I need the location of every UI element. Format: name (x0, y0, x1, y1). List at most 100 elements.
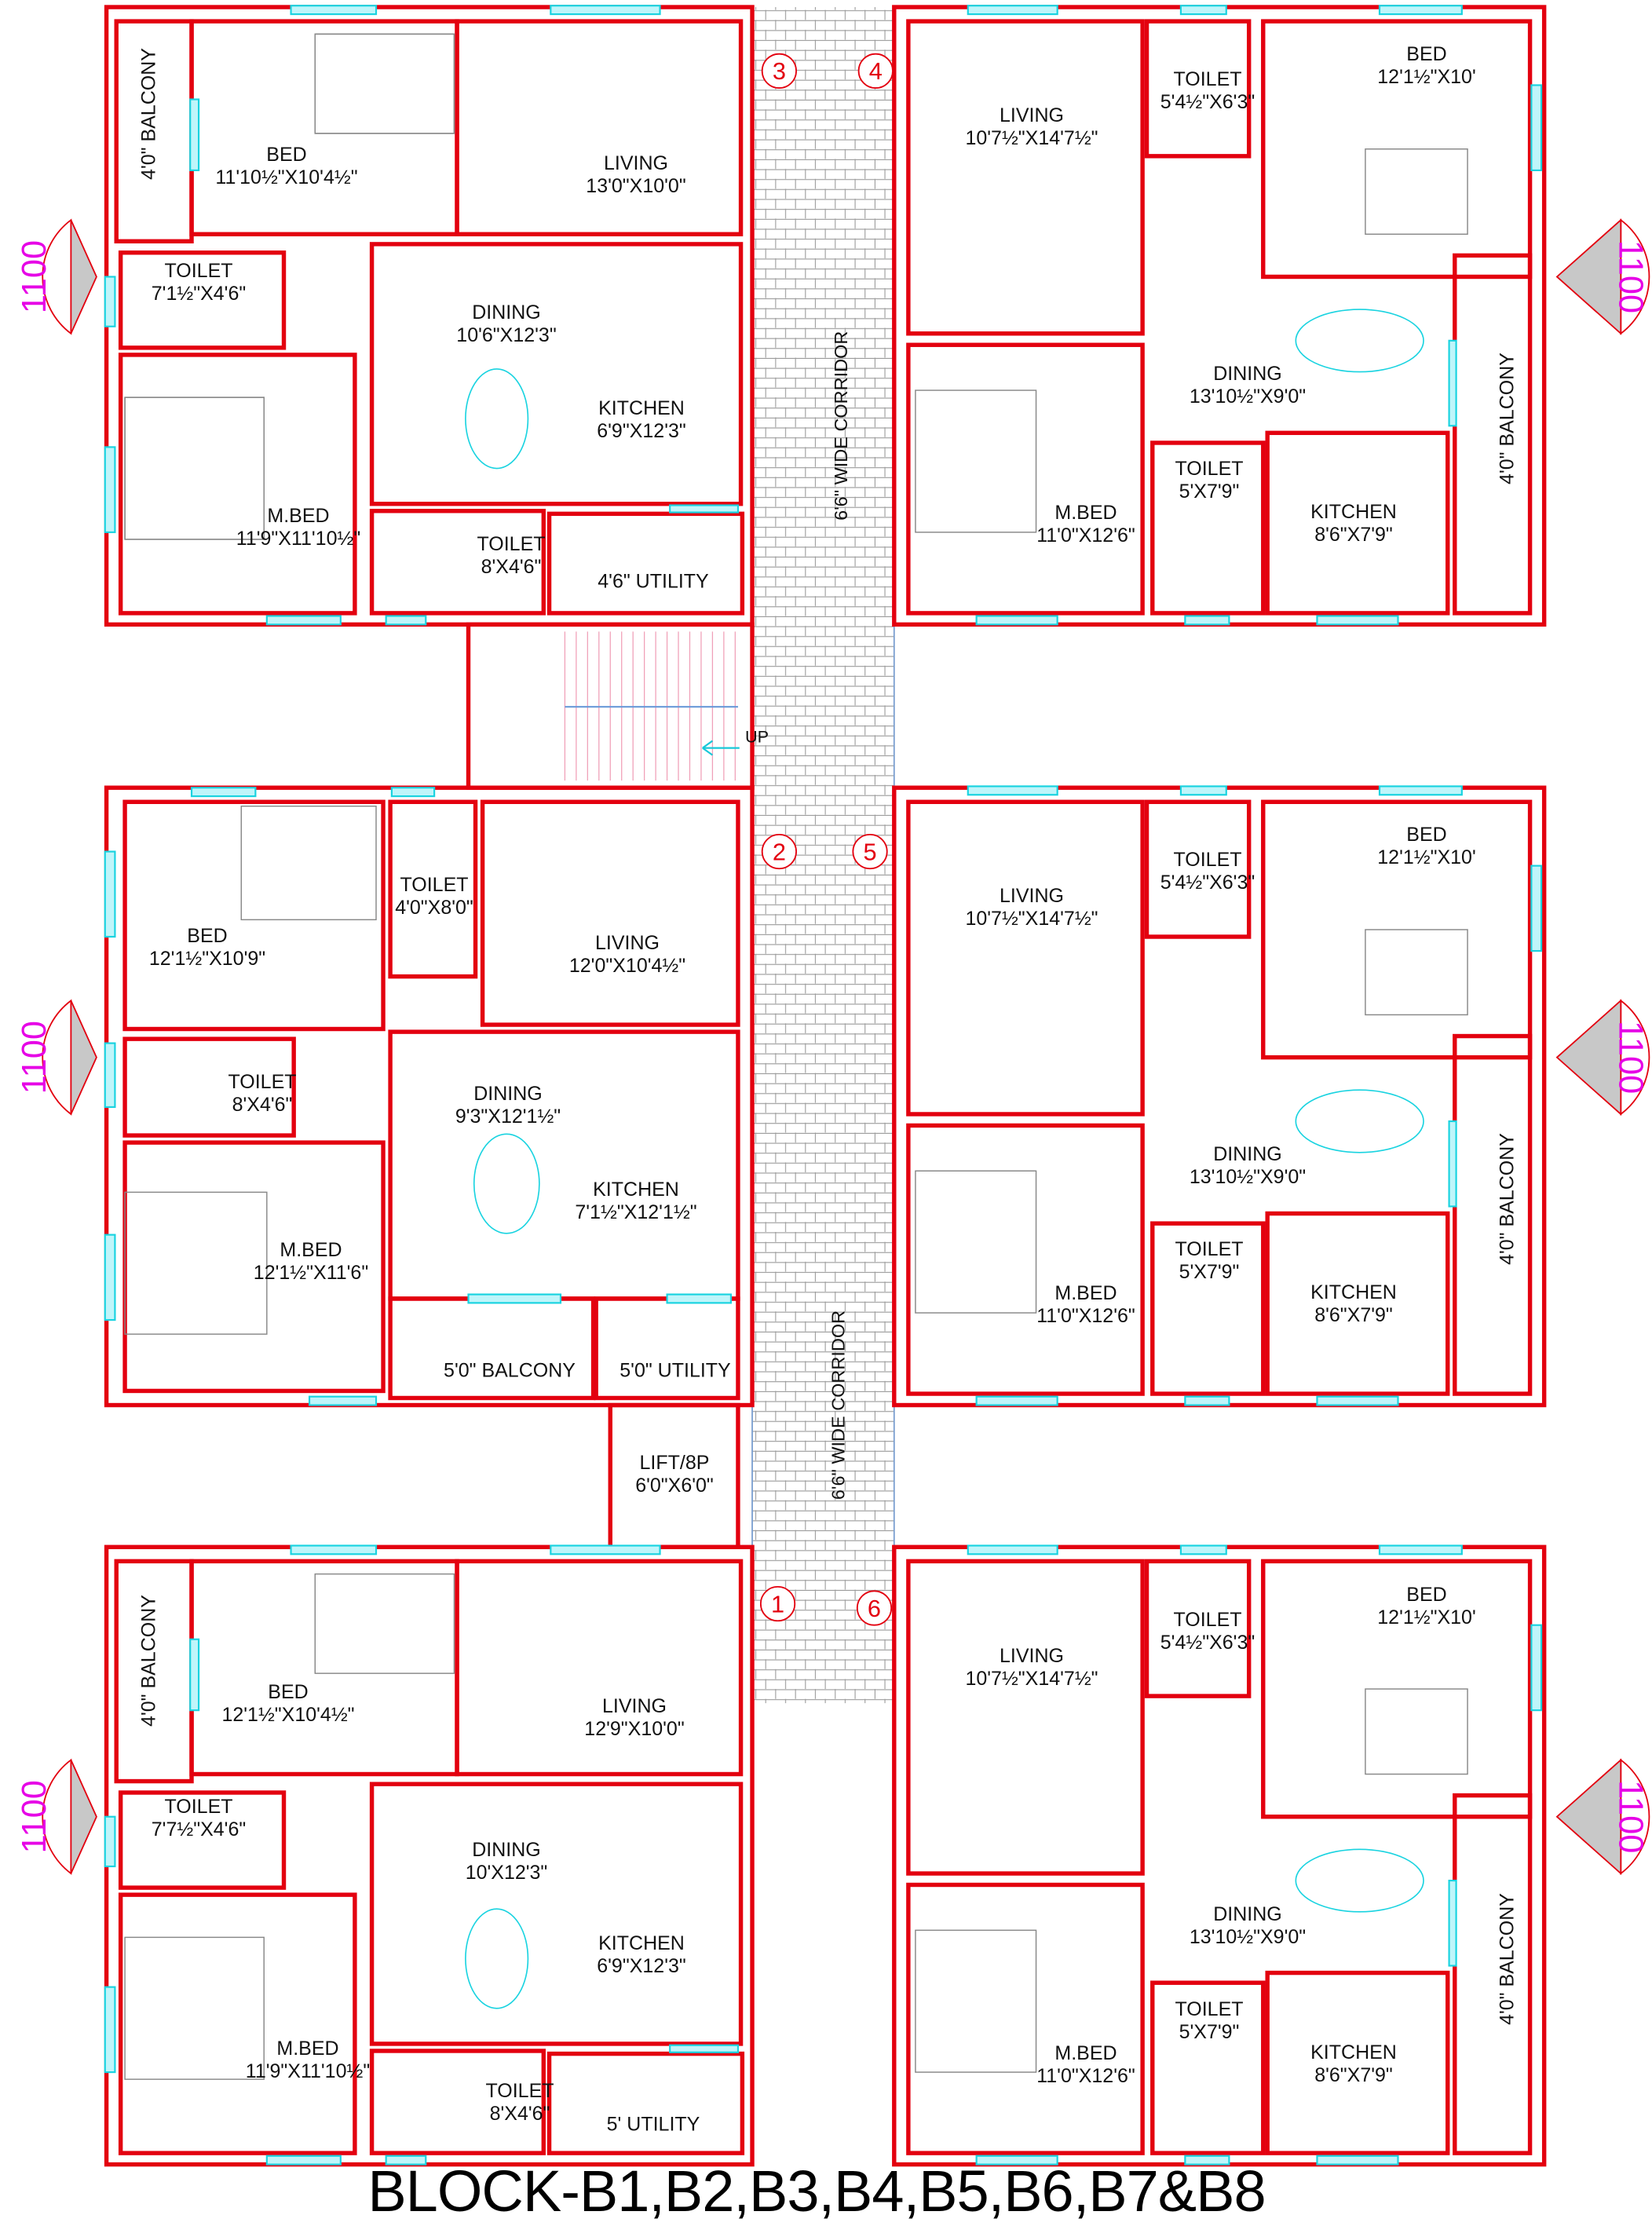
room-name: LIVING (1000, 885, 1064, 907)
room-size: 12'1½"X10'4½" (221, 1704, 355, 1726)
wall (369, 509, 546, 616)
room-name: M.BED (1054, 2042, 1117, 2064)
room-label: 4'0" BALCONY (138, 48, 161, 180)
room-size: 11'9"X11'10½" (236, 528, 361, 550)
room-name: 5' UTILITY (606, 2113, 700, 2136)
window (669, 2044, 740, 2053)
unit-number: 6 (868, 1595, 881, 1622)
room-size: 5'X7'9" (1179, 481, 1240, 503)
room-name: KITCHEN (1310, 2041, 1397, 2063)
room-label: 4'0" BALCONY (1497, 1133, 1519, 1265)
elevation-marker: 1100 (1555, 218, 1650, 335)
window (1378, 5, 1463, 16)
room-size: 10'X12'3" (465, 1862, 548, 1884)
bed-icon (1365, 148, 1468, 235)
window (308, 1395, 378, 1406)
unit-number-circle (761, 53, 797, 89)
dining-table-icon (465, 368, 529, 470)
room-size: 5'X7'9" (1179, 1261, 1240, 1283)
window (669, 504, 740, 514)
room-label: 5' UTILITY (607, 2114, 700, 2136)
window (265, 2155, 342, 2166)
room-name: LIVING (604, 152, 668, 174)
lift-size: 6'0"X6'0" (635, 1475, 714, 1497)
room-size: 5'4½"X6'3" (1160, 872, 1255, 894)
window (190, 787, 257, 798)
room-size: 10'7½"X14'7½" (965, 1668, 1098, 1690)
wall (388, 799, 478, 979)
window (290, 1544, 378, 1555)
room-name: M.BED (276, 2038, 339, 2060)
room-name: LIVING (1000, 1645, 1064, 1667)
window (1184, 2155, 1230, 2166)
window (104, 850, 116, 938)
unit-number: 4 (869, 57, 883, 85)
window (967, 785, 1058, 796)
window (385, 2155, 427, 2166)
window (1316, 615, 1399, 626)
unit-number: 3 (773, 57, 786, 85)
wall (906, 19, 1145, 336)
wall (122, 1036, 296, 1138)
unit-number: 5 (864, 838, 877, 865)
bed-icon (314, 33, 455, 134)
elevation-marker-label: 1100 (16, 240, 53, 313)
wall (122, 799, 386, 1032)
room-name: KITCHEN (1310, 1281, 1397, 1303)
unit-number-circle (857, 53, 894, 89)
wall (906, 1559, 1145, 1876)
room-size: 8'6"X7'9" (1314, 1304, 1393, 1326)
room-name: KITCHEN (1310, 501, 1397, 523)
block-title: BLOCK-B1,B2,B3,B4,B5,B6,B7&B8 (367, 2158, 1266, 2224)
wall (455, 19, 744, 236)
bed-icon (314, 33, 455, 134)
room-name: BED (266, 144, 307, 166)
room-name: TOILET (1173, 849, 1242, 871)
wall (1144, 1559, 1252, 1698)
room-name: BED (187, 925, 228, 947)
wall (369, 2049, 546, 2155)
window (290, 5, 378, 16)
unit-number-circle (852, 833, 888, 870)
unit-number-circle (856, 1590, 893, 1626)
window (265, 615, 342, 626)
room-name: DINING (1213, 363, 1282, 385)
room-name: BED (1406, 43, 1447, 65)
room-size: 8'X4'6" (232, 1094, 293, 1116)
window (390, 787, 436, 798)
room-name: TOILET (164, 1796, 233, 1818)
wall (1265, 1970, 1450, 2155)
room-name: 4'0" BALCONY (1496, 1893, 1519, 2025)
wall (1150, 1980, 1266, 2155)
room-name: BED (268, 1681, 309, 1703)
window (1448, 339, 1457, 427)
room-label: 4'6" UTILITY (598, 571, 708, 594)
room-name: TOILET (477, 533, 546, 555)
room-size: 10'6"X12'3" (456, 324, 557, 346)
window (104, 1234, 116, 1321)
room-size: 7'1½"X12'1½" (575, 1201, 697, 1223)
window (1316, 1395, 1399, 1406)
wall (369, 1782, 744, 2046)
unit-number: 2 (773, 838, 786, 865)
stair-up-label: UP (745, 726, 769, 746)
room-size: 11'9"X11'10½" (245, 2060, 371, 2082)
bed-icon (124, 397, 265, 540)
